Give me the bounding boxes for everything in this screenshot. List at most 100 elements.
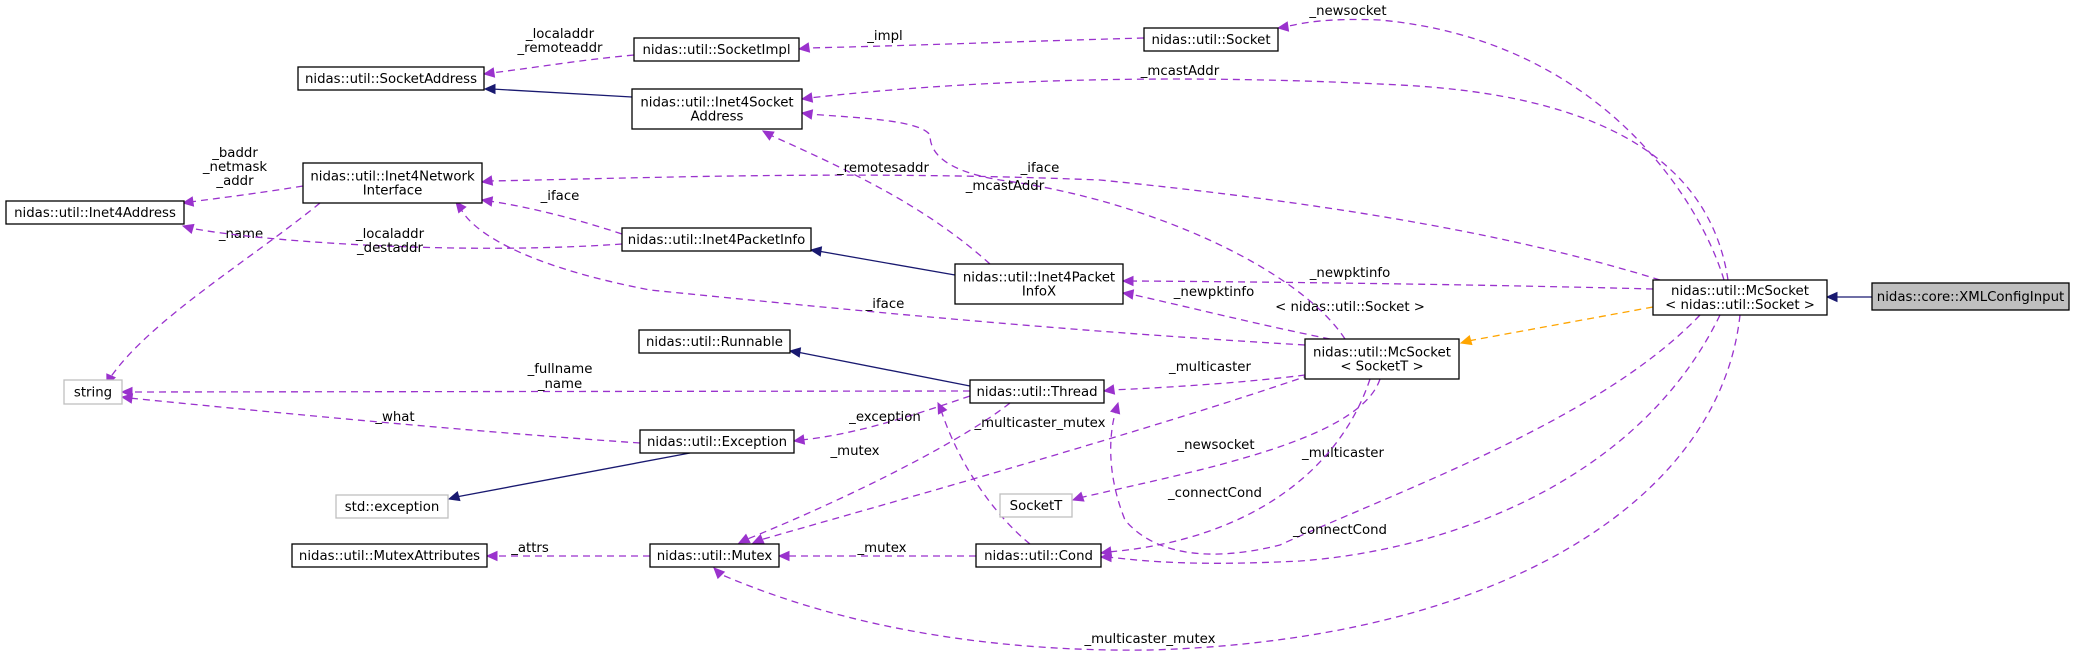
edge-arrowhead — [120, 386, 133, 398]
class-box — [5, 200, 185, 225]
edge-arrowhead — [1459, 335, 1473, 346]
edge-line — [1107, 314, 1721, 564]
edge-label: _multicaster_mutex — [1084, 632, 1216, 647]
edge-arrowhead — [1121, 275, 1134, 287]
class-box — [649, 543, 780, 568]
class-box — [1652, 279, 1828, 316]
class-node-thread[interactable]: nidas::util::Thread — [969, 379, 1105, 404]
edge-line — [488, 174, 1661, 281]
edge-arrowhead — [1071, 491, 1085, 502]
diagram-edges: < nidas::util::Socket >_newsocket _mcastA… — [106, 4, 1872, 651]
class-node-socketimpl[interactable]: nidas::util::SocketImpl — [633, 37, 800, 62]
class-box — [975, 543, 1102, 568]
edge-label: _baddr — [211, 146, 258, 161]
edge-label: _connectCond — [1167, 486, 1262, 501]
class-node-mcsock_inst[interactable]: nidas::util::McSocket< nidas::util::Sock… — [1652, 279, 1828, 316]
edge-exc-stdexc — [447, 452, 691, 502]
edge-arrowhead — [181, 196, 195, 207]
edge-label: _multicaster_mutex — [974, 416, 1106, 431]
class-box — [639, 429, 795, 454]
edge-thread-string: _fullname_name — [120, 362, 971, 398]
class-name-text: nidas::util::Inet4Network — [310, 170, 475, 185]
class-name-text: nidas::util::McSocket — [1313, 346, 1451, 361]
edge-arrowhead — [937, 401, 948, 415]
edge-label: _remotesaddr — [836, 161, 929, 176]
class-node-xmlconfig[interactable]: nidas::core::XMLConfigInput — [1871, 282, 2070, 311]
edge-label: _what — [374, 410, 414, 425]
edge-arrowhead — [809, 246, 823, 257]
edge-label: _mutex — [856, 541, 906, 556]
class-node-pktinfo[interactable]: nidas::util::Inet4PacketInfo — [621, 227, 812, 252]
edge-label: _newsocket — [1176, 438, 1254, 453]
class-node-socket[interactable]: nidas::util::Socket — [1143, 27, 1279, 52]
edge-label: _mutex — [829, 444, 879, 459]
class-node-mutex[interactable]: nidas::util::Mutex — [649, 543, 780, 568]
edge-netif-inet4addr: _baddr_netmask_addr — [181, 146, 304, 207]
class-box — [63, 379, 123, 405]
edge-label: _impl — [866, 29, 902, 44]
class-node-stdexc[interactable]: std::exception — [335, 494, 449, 519]
edge-pktx-inet4sock: _remotesaddr — [761, 130, 991, 265]
class-name-text: nidas::util::MutexAttributes — [299, 549, 480, 564]
class-box — [335, 494, 449, 519]
edge-mctmpl-inet4sock: _mcastAddr — [800, 109, 1346, 340]
class-node-inet4addr[interactable]: nidas::util::Inet4Address — [5, 200, 185, 225]
class-name-text: nidas::util::McSocket — [1671, 284, 1809, 299]
edge-line — [491, 88, 633, 98]
edge-arrowhead — [120, 393, 134, 404]
edge-line — [759, 374, 1311, 541]
class-box — [999, 493, 1073, 518]
class-node-mutexattr[interactable]: nidas::util::MutexAttributes — [291, 543, 488, 568]
edge-arrowhead — [1102, 384, 1116, 395]
edge-arrowhead — [1276, 21, 1290, 32]
class-name-text: nidas::util::Runnable — [646, 335, 783, 350]
edge-label: _multicaster — [1168, 360, 1251, 375]
class-name-text: InfoX — [1022, 285, 1056, 300]
edge-arrowhead — [800, 109, 814, 120]
edge-arrowhead — [1110, 401, 1121, 415]
class-box — [633, 37, 800, 62]
edge-mcinst-mctmpl: < nidas::util::Socket > — [1275, 300, 1654, 346]
edge-mcinst-inet4sock: _mcastAddr — [800, 64, 1729, 281]
edge-arrowhead — [777, 550, 790, 562]
edge-mcinst-pktinfox: _newpktinfo — [1121, 266, 1654, 290]
edge-arrowhead — [483, 83, 496, 95]
class-node-mcsock_tmpl[interactable]: nidas::util::McSocket< SocketT > — [1304, 338, 1460, 380]
class-name-text: nidas::util::Exception — [647, 435, 787, 450]
class-name-text: nidas::util::Thread — [976, 385, 1097, 400]
class-node-socketT[interactable]: SocketT — [999, 493, 1073, 518]
class-box — [1304, 338, 1460, 380]
edge-arrowhead — [485, 550, 498, 562]
edge-pktinfo-netif: _iface — [480, 189, 623, 235]
class-node-sockaddr[interactable]: nidas::util::SocketAddress — [297, 66, 485, 91]
class-name-text: nidas::util::Inet4Address — [14, 206, 176, 221]
edge-line — [769, 134, 991, 265]
edge-label: _multicaster — [1301, 446, 1384, 461]
class-name-text: Interface — [363, 184, 423, 199]
edge-mcinst-thread: _multicaster — [1110, 314, 1701, 555]
class-node-exception[interactable]: nidas::util::Exception — [639, 429, 795, 454]
edge-line — [1467, 306, 1654, 342]
class-box — [638, 329, 791, 354]
edge-line — [1110, 314, 1701, 555]
edge-mctmpl-pktinfox: _newpktinfo — [1121, 285, 1331, 340]
edge-cond-mutex: _mutex — [777, 541, 976, 562]
edge-arrowhead — [447, 491, 461, 502]
class-node-string[interactable]: string — [63, 379, 123, 405]
class-name-text: nidas::util::Cond — [984, 549, 1093, 564]
class-node-cond[interactable]: nidas::util::Cond — [975, 543, 1102, 568]
edge-exception-string: _what — [120, 393, 641, 444]
edge-arrowhead — [737, 533, 751, 544]
class-box — [631, 88, 803, 130]
class-node-runnable[interactable]: nidas::util::Runnable — [638, 329, 791, 354]
class-name-text: nidas::util::Socket — [1151, 33, 1270, 48]
edge-label: _connectCond — [1292, 523, 1387, 538]
edge-label: _fullname — [527, 362, 593, 377]
edge-cond-thread — [937, 401, 1031, 545]
edge-label: _localaddr — [525, 27, 595, 42]
edge-line — [455, 452, 691, 498]
edge-line — [1284, 18, 1725, 281]
